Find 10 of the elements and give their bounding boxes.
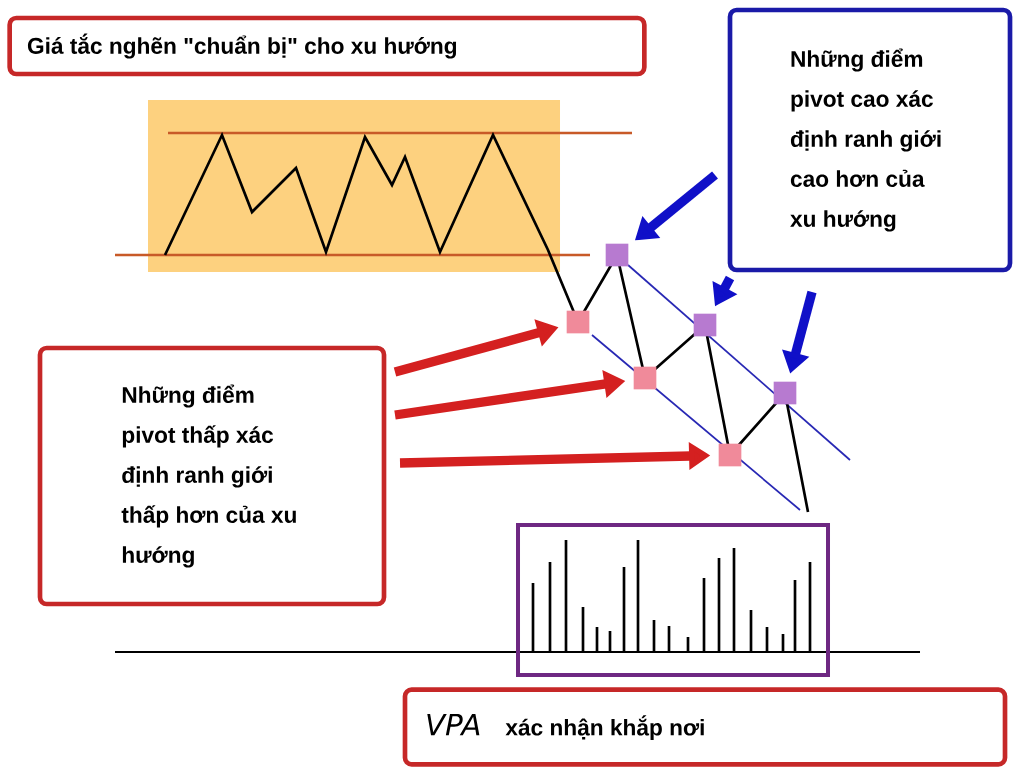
pivot-marker (633, 366, 657, 390)
pivot-marker (718, 443, 742, 467)
pivot-marker (693, 313, 717, 337)
callout-box: Những điểm pivot cao xác định ranh giới cao hơn của xu hướng (727, 7, 1013, 273)
caption-box: VPA xác nhận khắp nơi (402, 687, 1008, 767)
callout-box: Những điểm pivot thấp xác định ranh giới thấp hơn của xu hướng (37, 345, 387, 607)
pivot-marker (773, 381, 797, 405)
heading-box: Giá tắc nghẽn "chuẩn bị" cho xu hướng (7, 15, 647, 77)
pivot-marker (605, 243, 629, 267)
pivot-marker (566, 310, 590, 334)
